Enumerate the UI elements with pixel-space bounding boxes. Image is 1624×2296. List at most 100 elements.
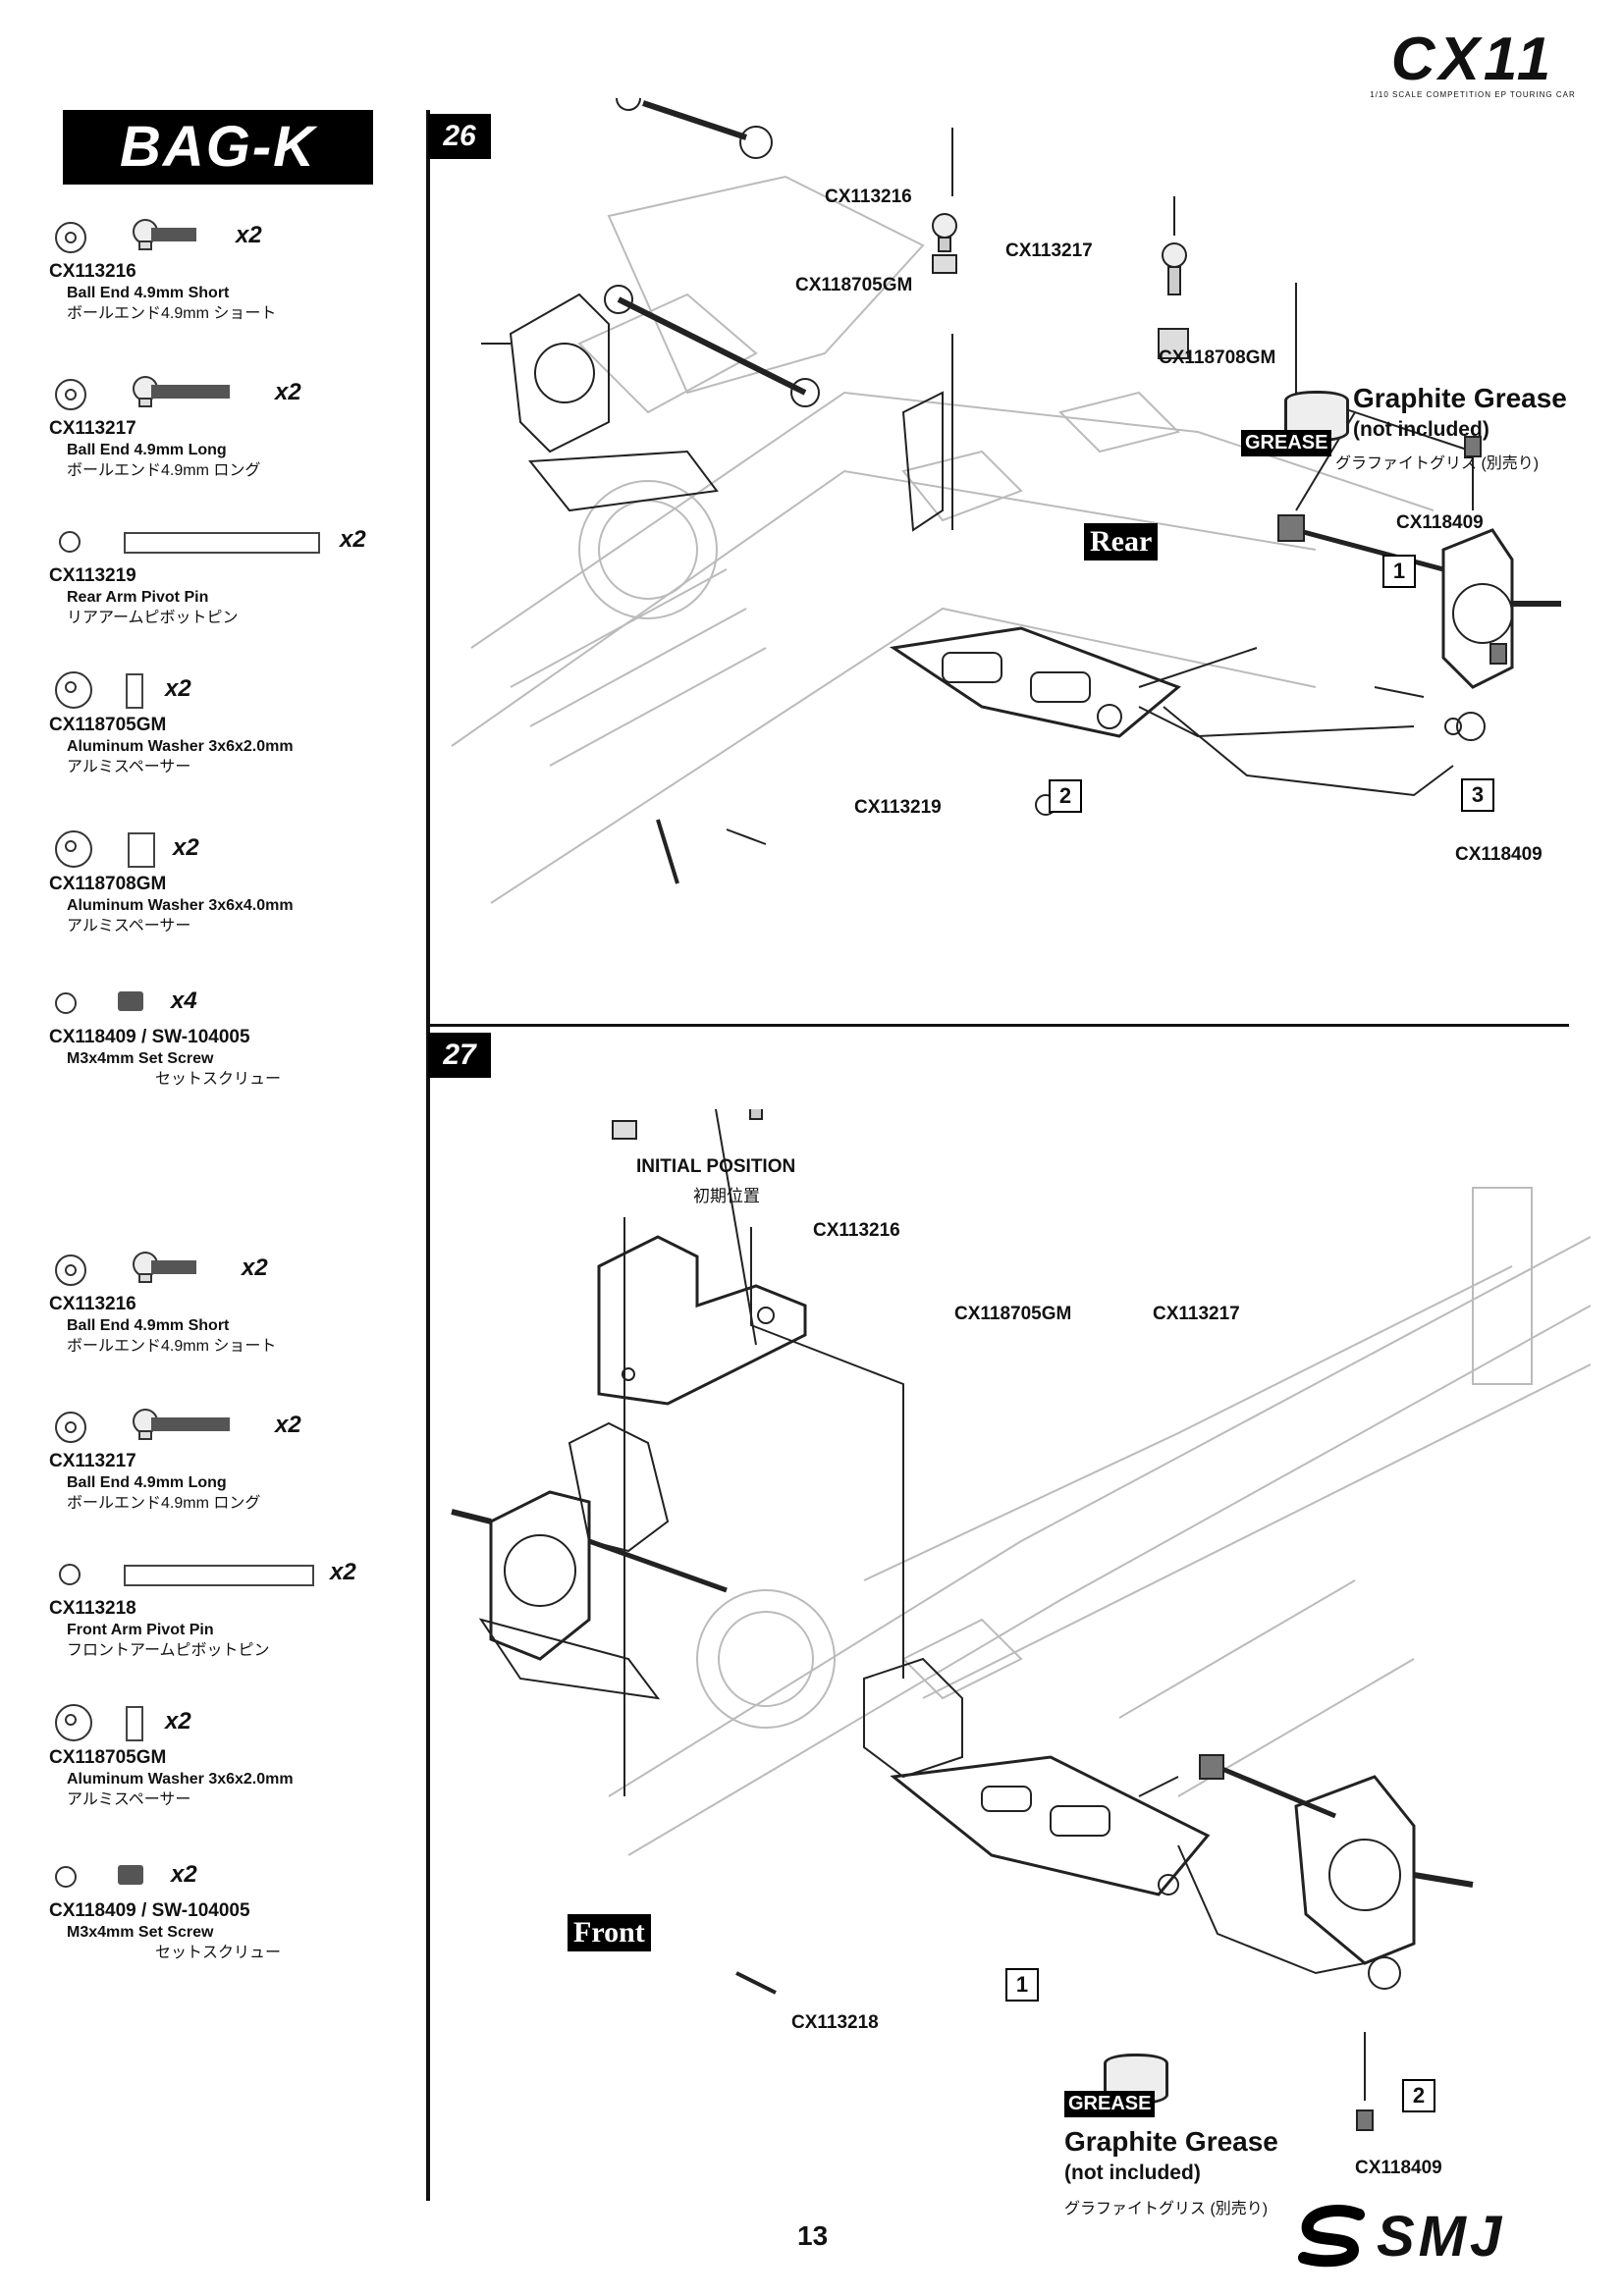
section-tag-rear: Rear (1084, 523, 1159, 561)
part-code: CX118705GM (49, 1747, 167, 1768)
smj-logo-text: SMJ (1377, 2205, 1506, 2269)
part-name: Aluminum Washer 3x6x4.0mm (67, 897, 294, 914)
grease-label: GREASE (1064, 2091, 1156, 2117)
page-number: 13 (797, 2220, 829, 2251)
pivot-pin-icon (124, 532, 320, 554)
label-set-screw: CX118409 (1355, 2158, 1442, 2178)
part-code: CX113216 (49, 1294, 136, 1314)
smj-swoosh-icon (1298, 2205, 1365, 2268)
part-qty: x2 (165, 1708, 191, 1735)
grease-jp: グラファイトグリス (別売り) (1064, 2201, 1269, 2217)
step-divider-horizontal (426, 1024, 1569, 1027)
label-initial-position: INITIAL POSITION (636, 1156, 796, 1177)
callout-1: 1 (1005, 1968, 1039, 2002)
set-screw-icon (118, 991, 143, 1011)
part-qty: x2 (275, 1412, 301, 1438)
parts-item: x2 CX113219 Rear Arm Pivot Pin リアアームピボット… (49, 520, 403, 628)
part-name: Ball End 4.9mm Short (67, 285, 230, 301)
grease-jp: グラファイトグリス (別売り) (1335, 455, 1540, 472)
label-washer-4mm: CX118708GM (1159, 347, 1276, 368)
part-qty: x2 (171, 1861, 197, 1888)
part-code: CX113217 (49, 1451, 136, 1471)
ball-end-icon (133, 219, 196, 250)
parts-item: x2 CX113217 Ball End 4.9mm Long ボールエンド4.… (49, 373, 403, 481)
part-name-jp: セットスクリュー (155, 1071, 282, 1088)
part-qty: x2 (236, 222, 262, 248)
section-tag-front: Front (568, 1914, 651, 1951)
step-number-27: 27 (428, 1033, 491, 1078)
step-number-26: 26 (428, 114, 491, 159)
set-screw-icon (118, 1865, 143, 1885)
part-name-jp: リアアームピボットピン (67, 610, 239, 626)
set-screw-end-icon (55, 992, 77, 1014)
part-qty: x2 (165, 675, 191, 702)
parts-item: x2 CX118705GM Aluminum Washer 3x6x2.0mm … (49, 669, 403, 777)
cx11-logo-text: CX11 (1390, 26, 1555, 93)
part-name: Ball End 4.9mm Long (67, 442, 227, 458)
callout-2: 2 (1049, 779, 1082, 813)
label-pivot-pin: CX113219 (854, 797, 942, 818)
parts-item: x2 CX113216 Ball End 4.9mm Short ボールエンド4… (49, 216, 403, 324)
label-washer-2mm: CX118705GM (954, 1304, 1072, 1324)
label-set-screw-top: CX118409 (1396, 512, 1484, 533)
washer-side-icon (128, 832, 155, 868)
part-qty: x2 (173, 834, 199, 861)
part-code: CX113219 (49, 565, 136, 586)
washer-icon (55, 379, 86, 410)
part-code: CX118708GM (49, 874, 167, 894)
cx11-tagline: 1/10 SCALE COMPETITION EP TOURING CAR (1370, 90, 1576, 99)
parts-item: x4 CX118409 / SW-104005 M3x4mm Set Screw… (49, 982, 403, 1090)
washer-side-icon (126, 1706, 143, 1741)
label-ball-end-short: CX113216 (813, 1220, 900, 1241)
pivot-pin-icon (124, 1565, 314, 1586)
part-code: CX118409 / SW-104005 (49, 1900, 250, 1921)
part-name-jp: ボールエンド4.9mm ロング (67, 1495, 261, 1512)
ball-end-icon (133, 1409, 230, 1440)
part-qty: x2 (275, 379, 301, 405)
part-code: CX118409 / SW-104005 (49, 1027, 250, 1047)
label-initial-position-jp: 初期位置 (693, 1187, 760, 1205)
label-set-screw-bottom: CX118409 (1455, 844, 1543, 865)
parts-item: x2 CX118708GM Aluminum Washer 3x6x4.0mm … (49, 828, 403, 936)
pin-end-icon (59, 531, 81, 553)
front-suspension-diagram (451, 1109, 1591, 2131)
part-name: M3x4mm Set Screw (67, 1924, 214, 1941)
washer-icon (55, 1412, 86, 1443)
callout-3: 3 (1461, 778, 1494, 812)
label-pivot-pin: CX113218 (791, 2012, 879, 2033)
parts-item: x2 CX113218 Front Arm Pivot Pin フロントアームピ… (49, 1553, 403, 1661)
parts-item: x2 CX118705GM Aluminum Washer 3x6x2.0mm … (49, 1702, 403, 1810)
part-name-jp: ボールエンド4.9mm ショート (67, 1338, 277, 1355)
parts-item: x2 CX113217 Ball End 4.9mm Long ボールエンド4.… (49, 1406, 403, 1514)
washer-icon (55, 1255, 86, 1286)
pin-end-icon (59, 1564, 81, 1585)
callout-1: 1 (1382, 555, 1416, 588)
part-code: CX118705GM (49, 715, 167, 735)
washer-icon (55, 671, 92, 709)
label-ball-end-long: CX113217 (1005, 240, 1093, 261)
parts-item: x2 CX118409 / SW-104005 M3x4mm Set Screw… (49, 1855, 403, 1963)
callout-2: 2 (1402, 2079, 1435, 2112)
part-qty: x2 (340, 526, 366, 553)
page-divider-vertical (426, 110, 430, 2201)
grease-subtitle: (not included) (1064, 2162, 1201, 2184)
part-name: Front Arm Pivot Pin (67, 1622, 214, 1638)
ball-end-icon (133, 376, 230, 407)
part-code: CX113217 (49, 418, 136, 439)
rear-suspension-diagram (451, 98, 1561, 904)
part-name: M3x4mm Set Screw (67, 1050, 214, 1067)
grease-title: Graphite Grease (1064, 2126, 1278, 2157)
part-name: Aluminum Washer 3x6x2.0mm (67, 738, 294, 755)
part-name-jp: フロントアームピボットピン (67, 1642, 270, 1659)
part-name: Ball End 4.9mm Long (67, 1474, 227, 1491)
bag-title: BAG-K (63, 110, 373, 185)
part-name-jp: セットスクリュー (155, 1945, 282, 1961)
grease-label: GREASE (1241, 430, 1332, 456)
washer-icon (55, 222, 86, 253)
grease-title: Graphite Grease (1353, 383, 1567, 413)
part-qty: x4 (171, 988, 197, 1014)
set-screw-end-icon (55, 1866, 77, 1888)
part-qty: x2 (330, 1559, 356, 1585)
label-ball-end-short: CX113216 (825, 187, 912, 207)
part-name: Aluminum Washer 3x6x2.0mm (67, 1771, 294, 1788)
